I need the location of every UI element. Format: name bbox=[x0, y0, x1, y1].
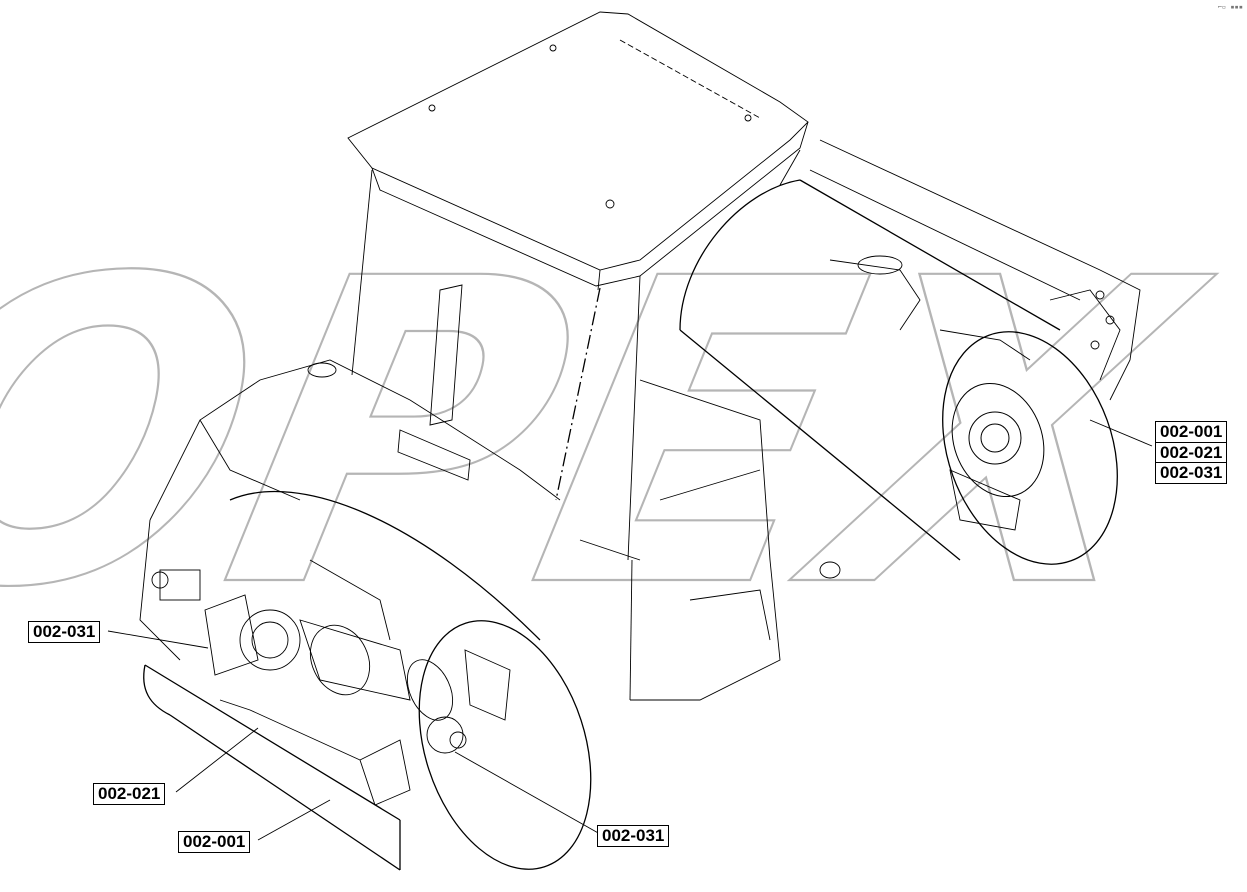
leader-lines bbox=[107, 419, 1153, 841]
front-drum bbox=[143, 490, 592, 871]
callout-002-021-right[interactable]: 002-021 bbox=[1155, 441, 1228, 464]
cab-pillars bbox=[351, 149, 801, 701]
callout-002-031-bottom[interactable]: 002-031 bbox=[597, 825, 670, 847]
front-drum-internals bbox=[204, 559, 511, 806]
front-body bbox=[139, 284, 561, 661]
callout-002-031-right[interactable]: 002-031 bbox=[1155, 462, 1228, 484]
callout-002-021-left[interactable]: 002-021 bbox=[93, 783, 166, 805]
right-callout-stack: 002-001 002-021 002-031 bbox=[1155, 421, 1228, 484]
callout-002-001-right[interactable]: 002-001 bbox=[1155, 421, 1228, 443]
centre-frame bbox=[579, 379, 781, 701]
callout-002-031-left[interactable]: 002-031 bbox=[28, 621, 101, 643]
cab-roof bbox=[347, 11, 809, 291]
rear-drum bbox=[679, 179, 1118, 579]
watermark: OPEX bbox=[0, 191, 1235, 680]
rear-body bbox=[809, 139, 1141, 401]
corner-mark: ⌐▫ ▪▪▪ bbox=[1217, 3, 1243, 11]
callout-002-001-left[interactable]: 002-001 bbox=[178, 831, 251, 853]
